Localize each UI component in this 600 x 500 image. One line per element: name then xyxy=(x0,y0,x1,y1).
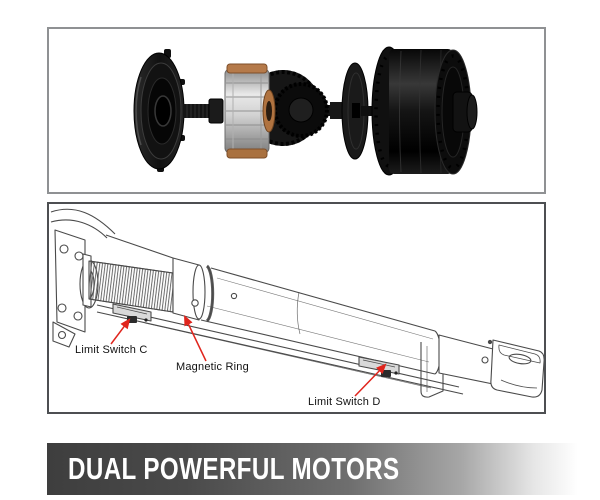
exploded-motor-image xyxy=(133,46,478,176)
threaded-shaft-left xyxy=(183,98,224,124)
end-bracket xyxy=(420,342,444,398)
label-magnetic-ring: Magnetic Ring xyxy=(176,361,249,373)
arrow-magnetic-ring-icon xyxy=(184,314,207,362)
arrow-limit-switch-d-icon xyxy=(354,363,387,397)
label-limit-switch-c: Limit Switch C xyxy=(75,344,148,356)
outer-tube xyxy=(191,267,442,375)
label-limit-switch-d: Limit Switch D xyxy=(308,396,381,408)
feature-banner: DUAL POWERFUL MOTORS xyxy=(47,443,600,495)
limit-switch-d-block xyxy=(358,356,400,377)
magnetic-ring xyxy=(172,257,215,323)
guide-rail xyxy=(96,304,464,395)
arrow-limit-switch-c-icon xyxy=(110,318,131,345)
motor-stator xyxy=(224,63,276,159)
hub-drum xyxy=(371,46,478,176)
exploded-motor-panel xyxy=(47,27,546,194)
clevis-rod-end xyxy=(438,334,544,398)
end-cap xyxy=(133,49,185,172)
banner-title: DUAL POWERFUL MOTORS xyxy=(68,451,400,486)
actuator-diagram-image xyxy=(50,208,544,398)
actuator-diagram-panel: Limit Switch C Magnetic Ring Limit Switc… xyxy=(47,202,546,414)
lead-screw xyxy=(88,260,174,313)
